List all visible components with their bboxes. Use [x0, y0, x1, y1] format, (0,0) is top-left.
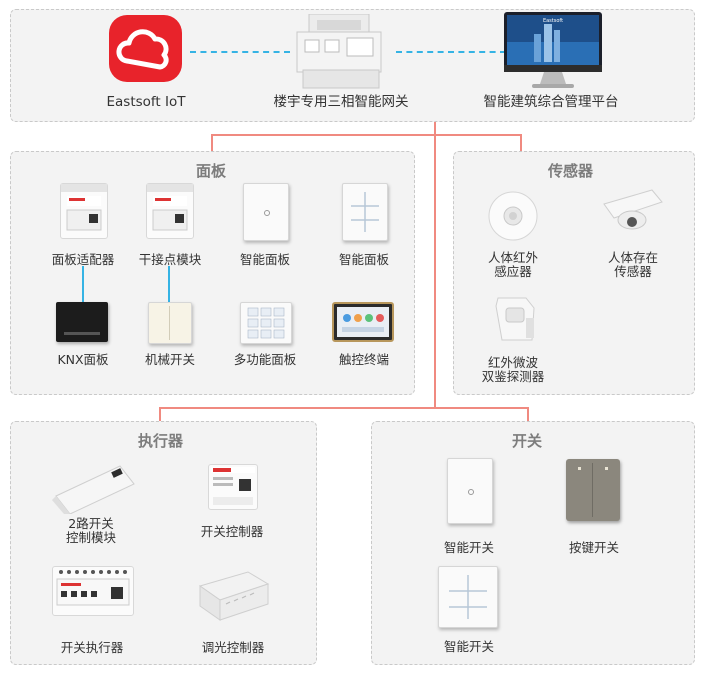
- panel-label-dry-contact: 干接点模块: [138, 252, 202, 267]
- touch-terminal-device: [332, 302, 394, 342]
- gateway-device: [295, 13, 385, 90]
- actuators-section: [10, 421, 317, 665]
- sensor-label-dual-2: 双鉴探测器: [481, 369, 545, 384]
- connector-top-right-drop: [520, 134, 522, 151]
- multifunction-panel-device: [240, 302, 292, 344]
- panel-label-mechanical: 机械开关: [144, 352, 195, 367]
- gateway-platform-link: [396, 51, 506, 53]
- connector-main-vertical: [434, 122, 436, 409]
- cloud-label: Eastsoft IoT: [106, 94, 186, 110]
- panel-label-touch: 触控终端: [338, 352, 389, 367]
- adapter-knx-link: [82, 266, 84, 302]
- smart-panel-1-device: [243, 183, 289, 241]
- actuator-label-switch-controller: 开关控制器: [200, 524, 264, 539]
- switch-label-smart-2: 智能开关: [443, 639, 494, 654]
- smart-switch-1-device: [447, 458, 493, 524]
- key-switch-device: [566, 459, 620, 521]
- dual-tech-detector-device: [492, 294, 538, 344]
- connector-bottom-horizontal: [159, 407, 529, 409]
- switch-actuator-device: [52, 566, 134, 616]
- switch-controller-device: [208, 464, 258, 510]
- sensor-label-dual-1: 红外微波: [487, 355, 538, 370]
- mechanical-switch-device: [148, 302, 192, 344]
- dimmer-controller-device: [196, 568, 270, 622]
- actuators-title: 执行器: [138, 432, 184, 450]
- sensor-label-presence-1: 人体存在: [607, 250, 658, 265]
- cloud-gateway-link: [190, 51, 290, 53]
- connector-bottom-right-drop: [527, 407, 529, 421]
- panel-label-smart-1: 智能面板: [239, 252, 290, 267]
- sensors-title: 传感器: [548, 162, 594, 180]
- drycontact-switch-link: [168, 266, 170, 302]
- gateway-label: 楼宇专用三相智能网关: [273, 94, 409, 110]
- sensor-label-pir-1: 人体红外: [487, 250, 538, 265]
- presence-sensor-device: [600, 188, 664, 240]
- knx-panel-device: [56, 302, 108, 342]
- platform-label: 智能建筑综合管理平台: [483, 94, 619, 110]
- smart-switch-2-device: [438, 566, 498, 628]
- panels-title: 面板: [196, 162, 227, 180]
- two-way-switch-module-device: [50, 462, 136, 515]
- dry-contact-device: [146, 183, 194, 239]
- connector-bottom-left-drop: [159, 407, 161, 421]
- panel-adapter-device: [60, 183, 108, 239]
- pir-sensor-device: [487, 190, 539, 242]
- actuator-label-two-way-1: 2路开关: [68, 516, 114, 531]
- actuator-label-switch-actuator: 开关执行器: [60, 640, 124, 655]
- cloud-icon: [109, 15, 182, 82]
- sensor-label-pir-2: 感应器: [494, 264, 532, 279]
- sensors-section: [453, 151, 695, 395]
- sensor-label-presence-2: 传感器: [614, 264, 652, 279]
- monitor-brand: Eastsoft: [543, 18, 563, 24]
- panel-label-knx: KNX面板: [57, 352, 109, 367]
- panel-label-adapter: 面板适配器: [51, 252, 115, 267]
- actuator-label-dimmer: 调光控制器: [201, 640, 265, 655]
- smart-panel-2-device: [342, 183, 388, 241]
- panel-label-multifunction: 多功能面板: [233, 352, 297, 367]
- connector-top-horizontal: [211, 134, 522, 136]
- switches-title: 开关: [512, 432, 543, 450]
- platform-monitor: Eastsoft: [504, 12, 602, 90]
- switch-label-key: 按键开关: [568, 540, 619, 555]
- connector-top-left-drop: [211, 134, 213, 151]
- panel-label-smart-2: 智能面板: [338, 252, 389, 267]
- switch-label-smart-1: 智能开关: [443, 540, 494, 555]
- actuator-label-two-way-2: 控制模块: [65, 530, 116, 545]
- switches-section: [371, 421, 695, 665]
